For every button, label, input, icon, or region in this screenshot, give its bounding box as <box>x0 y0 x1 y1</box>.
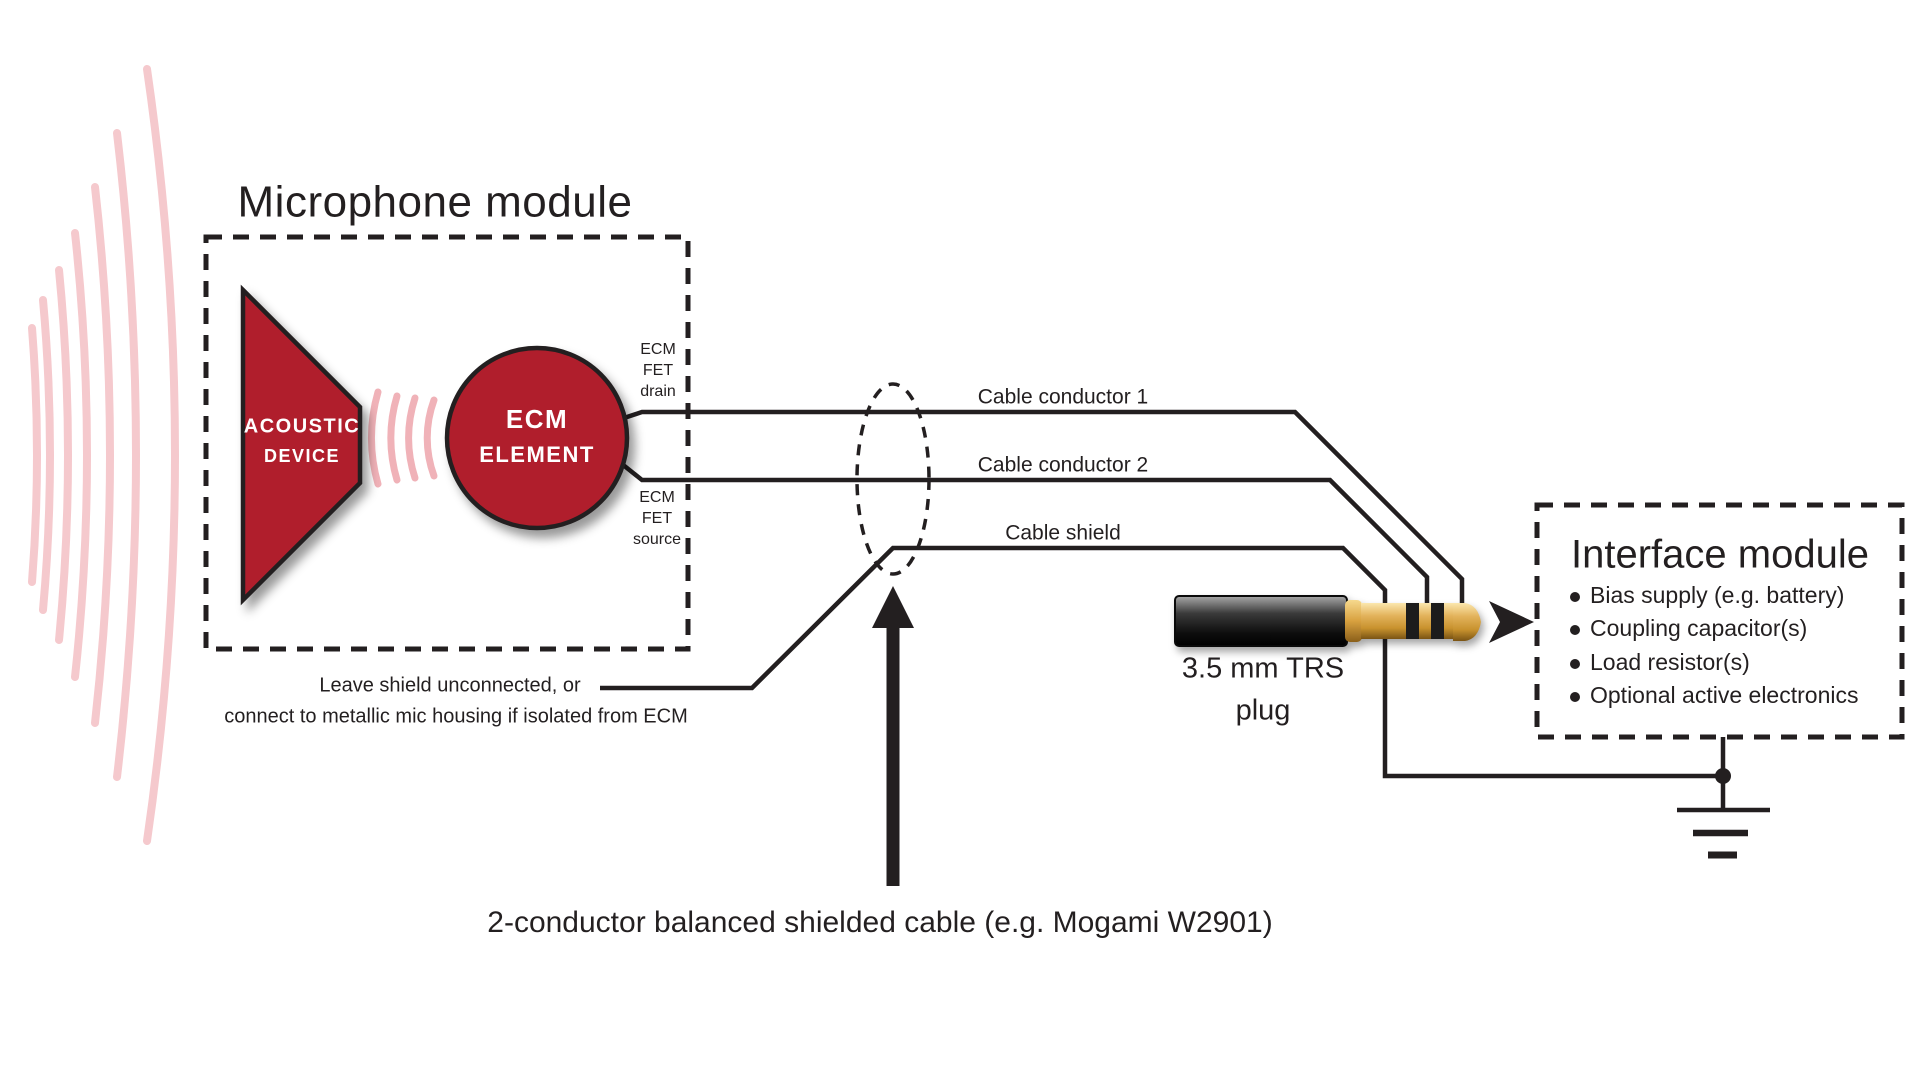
ecm-fet-source-line3: source <box>633 531 681 548</box>
acoustic-device-label: ACOUSTIC DEVICE <box>244 415 360 466</box>
sound-waves-large <box>28 65 179 845</box>
trs-plug-label-line2: plug <box>1236 695 1291 727</box>
bullet-coupling-capacitor: Coupling capacitor(s) <box>1590 615 1807 641</box>
trs-plug-handle <box>1174 595 1348 647</box>
acoustic-device-shape <box>240 284 363 606</box>
ecm-element-label-line1: ECM <box>506 404 568 434</box>
wires <box>600 409 1726 810</box>
sound-wave-arc <box>71 229 91 681</box>
ecm-element-shape <box>444 345 630 531</box>
ecm-fet-drain-line1: ECM <box>640 341 676 358</box>
ecm-element-label: ECM ELEMENT <box>479 404 595 467</box>
cable-shield-label: Cable shield <box>1005 522 1121 545</box>
sound-wave-arc <box>387 392 401 484</box>
sound-waves-small <box>368 388 438 488</box>
ecm-fet-drain-line3: drain <box>640 383 676 400</box>
trs-plug-tip <box>1453 603 1481 641</box>
trs-plug <box>1174 595 1481 647</box>
bullet-active-electronics: Optional active electronics <box>1590 682 1858 708</box>
ecm-element-label-line2: ELEMENT <box>479 442 595 467</box>
microphone-module-box <box>203 234 691 652</box>
sound-wave-arc <box>423 396 438 480</box>
bullet-dot <box>1570 692 1580 702</box>
sound-wave-arc <box>113 129 140 781</box>
bullet-load-resistor: Load resistor(s) <box>1590 649 1750 675</box>
sound-wave-arc <box>91 183 114 727</box>
wire-cable-conductor-1 <box>611 409 1465 604</box>
ecm-fet-source-line1: ECM <box>639 489 675 506</box>
ecm-fet-drain-label: ECM FET drain <box>640 341 676 400</box>
ecm-fet-drain-line2: FET <box>643 362 673 379</box>
shield-note-line1: Leave shield unconnected, or <box>319 674 581 696</box>
wire-cable-conductor-2 <box>610 454 1430 604</box>
sound-wave-arc <box>368 388 382 488</box>
cable-caption: 2-conductor balanced shielded cable (e.g… <box>487 906 1272 939</box>
trs-plug-label-line1: 3.5 mm TRS <box>1182 653 1344 685</box>
sound-wave-arc <box>28 324 41 586</box>
sound-wave-arc <box>39 296 54 614</box>
junction-dot <box>1715 768 1731 784</box>
ground-symbol <box>1677 807 1770 859</box>
interface-module-bullets: Bias supply (e.g. battery) Coupling capa… <box>1570 582 1858 708</box>
trs-plug-neck <box>1345 600 1362 642</box>
bullet-dot <box>1570 659 1580 669</box>
acoustic-device-label-line1: ACOUSTIC <box>244 415 360 437</box>
sound-wave-arc <box>405 394 419 482</box>
ecm-fet-source-label: ECM FET source <box>633 489 681 548</box>
microphone-module-title: Microphone module <box>238 178 633 227</box>
sound-wave-arc <box>143 65 179 845</box>
cable-pointer-arrow <box>872 586 914 886</box>
cable-pointer-arrow-head <box>872 586 914 628</box>
bullet-bias-supply: Bias supply (e.g. battery) <box>1590 582 1844 608</box>
wire-cable-shield <box>600 545 1723 779</box>
bullet-dot <box>1570 592 1580 602</box>
arrow-to-interface <box>1489 601 1534 643</box>
cable-conductor-2-label: Cable conductor 2 <box>978 454 1148 477</box>
sound-wave-arc <box>55 266 72 644</box>
interface-module-title: Interface module <box>1571 533 1869 577</box>
shield-note-line2: connect to metallic mic housing if isola… <box>224 705 688 727</box>
ecm-fet-source-line2: FET <box>642 510 672 527</box>
trs-plug-insulator-ring-2 <box>1431 603 1444 639</box>
bullet-dot <box>1570 625 1580 635</box>
trs-plug-insulator-ring-1 <box>1406 603 1419 639</box>
cable-conductor-1-label: Cable conductor 1 <box>978 386 1148 409</box>
cable-bundle-ellipse <box>855 382 931 576</box>
acoustic-device-label-line2: DEVICE <box>264 446 340 466</box>
